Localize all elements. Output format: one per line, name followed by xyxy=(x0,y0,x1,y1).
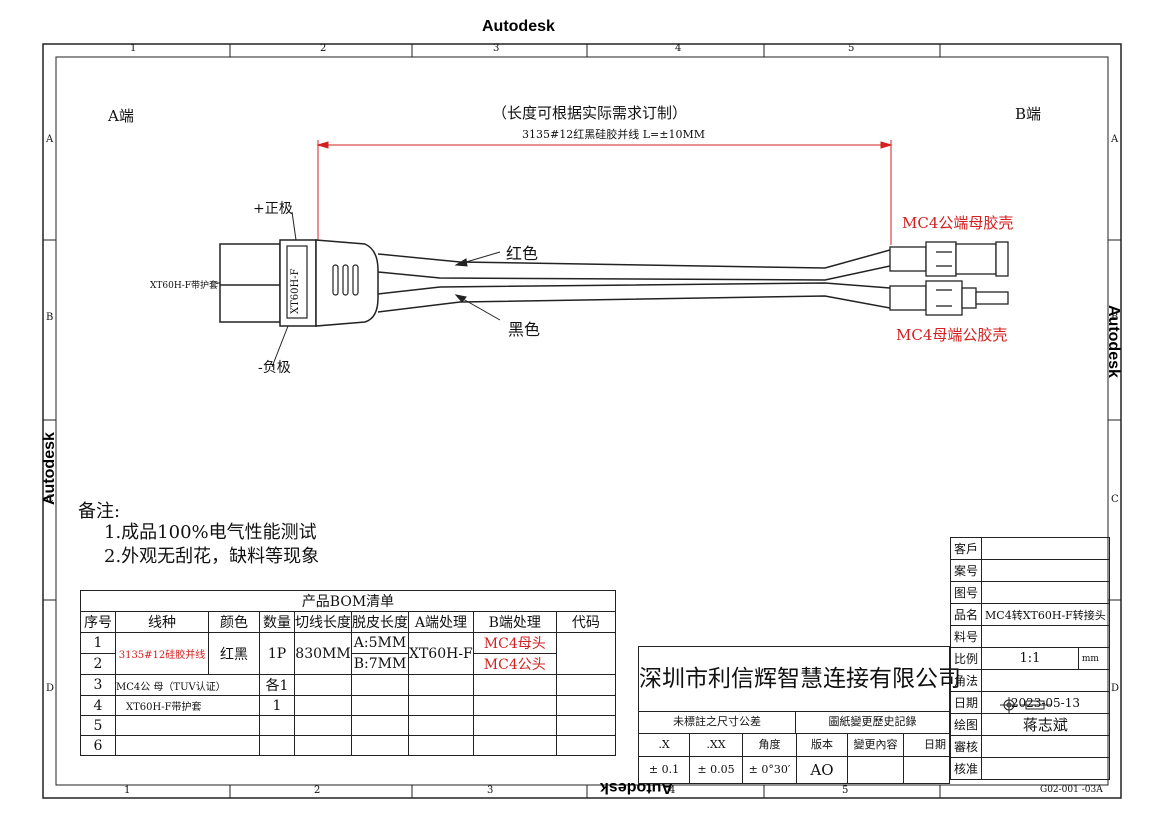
bom-row-wire: 3135#12硅胶并线 xyxy=(115,632,209,675)
tb-unit: mm xyxy=(1077,647,1110,670)
bom-header-cut: 切线长度 xyxy=(294,611,352,633)
bom-row-wire: XT60H-F带护套 xyxy=(115,695,260,716)
zone-top-4: 4 xyxy=(675,43,682,54)
bom-header-code: 代码 xyxy=(555,611,617,633)
tolerance-title: 未標註之尺寸公差 xyxy=(639,711,796,734)
bom-header-b: B端处理 xyxy=(472,611,557,633)
bom-header-a: A端处理 xyxy=(408,611,474,633)
tb-label-review: 審核 xyxy=(949,735,983,758)
end-b-label: B端 xyxy=(1015,105,1042,123)
tol-col-xx: .XX xyxy=(690,734,743,756)
tb-scale: 1:1 xyxy=(981,647,1079,670)
bom-row-b-proc-1: MC4母头 xyxy=(472,632,557,654)
tb-drawn-by: 蒋志斌 xyxy=(981,713,1110,736)
note-1: 1.成品100%电气性能测试 xyxy=(104,522,317,543)
zone-bottom-5: 5 xyxy=(842,785,849,796)
tb-label-product: 品名 xyxy=(949,603,983,626)
tb-label-case: 案号 xyxy=(949,559,983,582)
bom-row-no: 4 xyxy=(80,695,116,716)
zone-bottom-3: 3 xyxy=(487,785,494,796)
zone-top-3: 3 xyxy=(493,43,500,54)
bom-row-cut: 830MM xyxy=(294,632,352,675)
history-title: 圖紙變更歷史記錄 xyxy=(796,711,949,734)
tb-label-scale: 比例 xyxy=(949,647,983,670)
bom-row-no: 1 xyxy=(80,632,116,654)
tol-col-change: 變更內容 xyxy=(848,734,904,756)
zone-bottom-4: 4 xyxy=(669,785,676,796)
watermark-top: Autodesk xyxy=(482,18,555,35)
note-2: 2.外观无刮花，缺料等现象 xyxy=(104,546,320,567)
bom-header-color: 颜色 xyxy=(208,611,260,633)
bom-header-wire: 线种 xyxy=(115,611,209,633)
tol-val-x: ± 0.1 xyxy=(639,757,690,783)
tol-val-version: AO xyxy=(797,757,848,783)
zone-top-5: 5 xyxy=(848,43,855,54)
length-note: （长度可根据实际需求订制） xyxy=(492,104,688,122)
tb-product: MC4转XT60H-F转接头 xyxy=(981,603,1110,626)
red-wire-label: 红色 xyxy=(506,244,539,263)
zone-bottom-1: 1 xyxy=(124,785,131,796)
tb-label-part: 料号 xyxy=(949,625,983,648)
tb-label-customer: 客戶 xyxy=(949,537,983,560)
tb-label-drawn: 绘图 xyxy=(949,713,983,736)
bom-row-no: 2 xyxy=(80,653,116,675)
bom-row-wire: MC4公 母（TUV认证） xyxy=(115,674,260,696)
tb-label-date: 日期 xyxy=(949,691,983,714)
connector-body-label: XT60H-F xyxy=(290,268,301,314)
company-name: 深圳市利信辉智慧连接有限公司 xyxy=(639,647,961,712)
tb-label-angle: 角法 xyxy=(949,669,983,692)
bom-row-strip-b: B:7MM xyxy=(351,653,409,675)
end-a-label: A端 xyxy=(108,107,134,125)
bom-row-no: 3 xyxy=(80,674,116,696)
zone-left-d: D xyxy=(46,683,55,694)
tol-val-xx: ± 0.05 xyxy=(690,757,743,783)
bom-row-no: 6 xyxy=(80,735,116,756)
zone-left-c: C xyxy=(46,494,54,505)
zone-right-b: B xyxy=(1111,312,1119,323)
notes-title: 备注: xyxy=(78,501,121,522)
bom-row-no: 5 xyxy=(80,715,116,736)
bom-header-qty: 数量 xyxy=(259,611,295,633)
tol-col-date: 日期 xyxy=(924,738,946,751)
tb-label-drawing: 图号 xyxy=(949,581,983,604)
drawing-number: G02-001 -03A xyxy=(1040,785,1103,795)
bom-row-qty: 1 xyxy=(259,695,295,716)
zone-left-b: B xyxy=(46,312,54,323)
bom-row-qty: 1P xyxy=(259,632,295,675)
company-block: 深圳市利信辉智慧连接有限公司 未標註之尺寸公差 圖紙變更歷史記錄 .X .XX … xyxy=(638,646,961,784)
zone-right-d: D xyxy=(1111,683,1120,694)
black-wire-label: 黑色 xyxy=(508,320,541,339)
bom-title: 产品BOM清单 xyxy=(80,590,616,612)
tb-label-approve: 核准 xyxy=(949,757,983,780)
mc4-top-label: MC4公端母胶壳 xyxy=(902,214,1014,232)
zone-top-1: 1 xyxy=(130,43,137,54)
tol-col-version: 版本 xyxy=(797,734,848,756)
bom-row-code xyxy=(555,632,617,675)
bom-row-a-proc: XT60H-F xyxy=(408,632,474,675)
negative-label: -负极 xyxy=(258,360,291,376)
tol-col-angle: 角度 xyxy=(743,734,797,756)
bom-row-color: 红黑 xyxy=(208,632,260,675)
bom-row-strip-a: A:5MM xyxy=(351,632,409,654)
zone-right-a: A xyxy=(1111,134,1119,145)
tb-date: 2023-05-13 xyxy=(981,691,1110,714)
sleeve-label: XT60H-F带护套 xyxy=(150,281,218,291)
dimension-label: 3135#12红黑硅胶并线 L=±10MM xyxy=(522,128,705,141)
tol-val-angle: ± 0°30′ xyxy=(743,757,797,783)
zone-top-2: 2 xyxy=(320,43,327,54)
zone-right-c: C xyxy=(1111,494,1119,505)
zone-bottom-2: 2 xyxy=(314,785,321,796)
positive-label: +正极 xyxy=(253,201,293,217)
bom-table: 产品BOM清单 序号 线种 颜色 数量 切线长度 脱皮长度 A端处理 B端处理 … xyxy=(80,590,617,756)
projection-symbol-icon xyxy=(981,669,1110,692)
bom-row-b-proc-2: MC4公头 xyxy=(472,653,557,675)
tol-col-x: .X xyxy=(639,734,690,756)
zone-left-a: A xyxy=(46,134,54,145)
bom-row-qty: 各1 xyxy=(259,674,295,696)
bom-header-no: 序号 xyxy=(80,611,116,633)
mc4-bottom-label: MC4母端公胶壳 xyxy=(896,326,1008,344)
bom-header-strip: 脱皮长度 xyxy=(351,611,409,633)
